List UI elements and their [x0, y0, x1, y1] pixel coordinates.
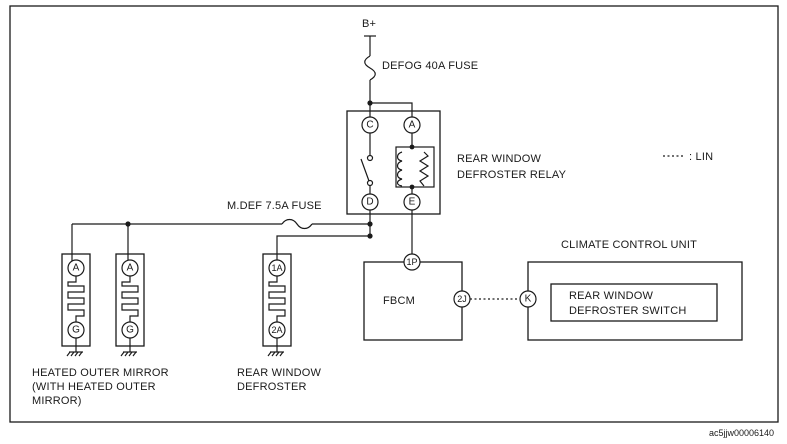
relay-resistor-symbol	[418, 151, 430, 187]
defog-fuse-symbol	[364, 55, 376, 81]
relay-pin-e-label: E	[409, 197, 416, 208]
relay-pin-a-label: A	[409, 120, 416, 131]
fbcm-pin-1p-label: 1P	[406, 257, 417, 267]
ground-symbol	[66, 351, 83, 357]
mirror2-pin-a-label: A	[127, 263, 134, 274]
fbcm-pin-1p	[403, 253, 421, 271]
mirror2-heater-element	[121, 276, 139, 322]
defroster-pin-1a-label: 1A	[271, 263, 282, 273]
climate-pin-k-label: K	[525, 294, 532, 305]
relay-switch-arm	[360, 158, 370, 182]
image-code: ac5jjw00006140	[709, 428, 774, 438]
mdef-fuse-symbol	[281, 218, 313, 230]
defroster-heater-element	[268, 276, 286, 322]
defroster-feed-wire	[276, 235, 370, 262]
defog-fuse-label: DEFOG 40A FUSE	[382, 60, 478, 72]
relay-coil-frame	[395, 146, 435, 188]
relay-switch-contact-top	[366, 154, 374, 162]
mirror1-heater-element	[67, 276, 85, 322]
climate-unit-label: CLIMATE CONTROL UNIT	[561, 239, 697, 251]
mirror-label-line2: (WITH HEATED OUTER	[32, 381, 156, 393]
relay-switch-contact-bottom	[366, 179, 374, 187]
relay-name-line1: REAR WINDOW	[457, 153, 542, 165]
relay-bridge-wire	[370, 102, 413, 117]
diagram-frame	[9, 5, 779, 423]
climate-pin-k	[519, 290, 537, 308]
relay-box	[346, 110, 441, 215]
switch-label-line1: REAR WINDOW	[569, 290, 654, 302]
defroster-label-line1: REAR WINDOW	[237, 367, 321, 379]
mirror1-pin-g-label: G	[72, 325, 80, 336]
mirror-label-line1: HEATED OUTER MIRROR	[32, 367, 169, 379]
relay-coil-symbol	[396, 151, 403, 187]
defroster-switch-box	[550, 283, 718, 322]
mirror1-pin-a-label: A	[73, 263, 80, 274]
ground-symbol	[120, 351, 137, 357]
mirror2-pin-g-label: G	[126, 325, 134, 336]
relay-name-line2: DEFROSTER RELAY	[457, 169, 567, 181]
relay-pin-c-label: C	[366, 120, 373, 131]
mdef-fuse-label: M.DEF 7.5A FUSE	[227, 200, 322, 212]
fbcm-label: FBCM	[383, 295, 415, 307]
mirror-label-line3: MIRROR)	[32, 395, 82, 407]
switch-label-line2: DEFROSTER SWITCH	[569, 305, 686, 317]
fbcm-pin-2j-label: 2J	[457, 294, 467, 304]
defroster-label-line2: DEFROSTER	[237, 381, 307, 393]
defroster-pin-2a-label: 2A	[271, 325, 282, 335]
relay-pin-d-label: D	[366, 197, 373, 208]
lin-legend-label: : LIN	[689, 151, 713, 163]
ground-symbol	[267, 351, 284, 357]
bplus-label: B+	[362, 18, 376, 30]
